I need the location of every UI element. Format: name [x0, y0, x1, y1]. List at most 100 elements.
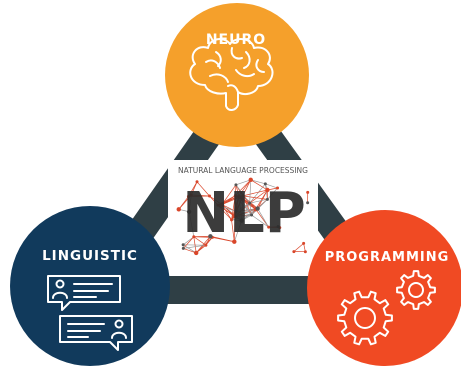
network-node [241, 194, 245, 198]
network-link [249, 203, 252, 216]
network-node [248, 201, 252, 205]
network-link [195, 236, 211, 254]
network-node [234, 183, 238, 187]
network-node [192, 235, 196, 239]
network-node [233, 194, 237, 198]
network-node [265, 187, 270, 193]
network-link [205, 237, 213, 246]
network-link [183, 248, 197, 254]
network-node [303, 250, 307, 254]
network-node [232, 239, 237, 244]
network-link [242, 189, 268, 197]
network-link [249, 189, 268, 204]
network-link [293, 243, 304, 252]
network-graph [176, 177, 310, 256]
network-link [231, 214, 252, 221]
network-link [238, 179, 252, 197]
brain-icon [189, 38, 274, 111]
network-link [188, 194, 192, 212]
network-link [209, 195, 219, 206]
network-link [235, 179, 251, 186]
center-title: NLP [182, 181, 306, 246]
gears-icon [337, 270, 436, 346]
network-node [292, 250, 296, 254]
network-node [250, 213, 254, 217]
programming-node: PROGRAMMING [307, 210, 461, 366]
network-link [234, 202, 250, 216]
network-node [306, 190, 310, 194]
network-node [176, 207, 181, 212]
network-link [249, 199, 268, 204]
network-link [233, 220, 242, 242]
network-node [255, 206, 260, 211]
network-node [234, 209, 238, 213]
network-node [181, 243, 185, 247]
network-node [237, 194, 241, 198]
center-panel: NATURAL LANGUAGE PROCESSING NLP [168, 160, 318, 258]
network-node [219, 202, 225, 207]
network-node [195, 180, 199, 184]
network-link [251, 214, 269, 228]
network-link [209, 195, 223, 205]
chat-bubbles-icon [47, 275, 133, 351]
neuro-node: NEURO [165, 3, 309, 147]
network-link [221, 184, 237, 205]
network-link [267, 187, 278, 200]
network-node [239, 218, 244, 223]
network-link [196, 181, 210, 197]
network-link [193, 236, 197, 253]
network-node [265, 197, 269, 201]
linguistic-node: LINGUISTIC [10, 206, 170, 366]
network-link [183, 244, 206, 249]
network-node [248, 177, 253, 183]
network-link [257, 189, 268, 209]
network-link [188, 196, 190, 212]
network-node [186, 209, 192, 214]
network-node [216, 203, 220, 207]
network-link [188, 211, 195, 237]
network-link [217, 204, 232, 221]
network-node [230, 218, 234, 222]
network-link [238, 195, 258, 209]
network-link [265, 183, 278, 189]
network-node [189, 193, 193, 197]
network-link [235, 184, 240, 197]
network-link [210, 235, 235, 243]
network-node [302, 241, 306, 245]
network-link [235, 202, 250, 212]
network-node [276, 225, 280, 229]
network-link [183, 236, 195, 249]
network-link [191, 194, 210, 197]
network-link [242, 195, 268, 200]
network-link [241, 195, 244, 221]
network-link [250, 179, 268, 191]
network-link [235, 184, 250, 204]
linguistic-label: LINGUISTIC [42, 248, 138, 264]
network-node [263, 182, 267, 186]
network-node [208, 234, 213, 239]
center-subtitle: NATURAL LANGUAGE PROCESSING [178, 166, 308, 175]
network-node [276, 186, 280, 190]
network-link [249, 179, 252, 204]
network-node [207, 194, 211, 198]
network-link [190, 181, 198, 196]
network-link [257, 199, 268, 209]
network-node [181, 246, 185, 250]
network-node [267, 225, 271, 229]
network-link [234, 214, 252, 217]
network-link [221, 204, 235, 216]
network-node [193, 250, 199, 256]
network-link [242, 179, 252, 197]
network-node [232, 214, 236, 218]
network-link [217, 204, 235, 216]
network-link [257, 208, 269, 228]
network-node [186, 195, 190, 199]
network-link [233, 216, 236, 242]
network-link [182, 236, 195, 246]
network-link [235, 195, 244, 212]
network-node [204, 243, 208, 247]
network-link [268, 226, 279, 228]
network-link [193, 236, 207, 246]
network-link [231, 219, 235, 242]
